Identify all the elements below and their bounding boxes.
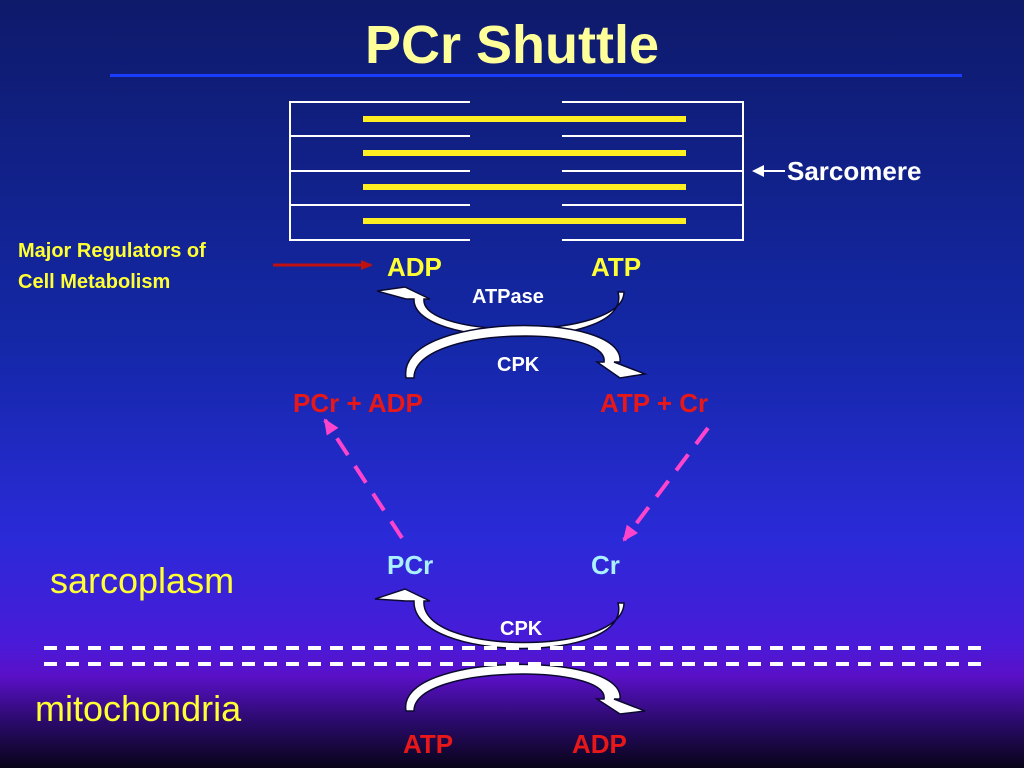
sarcomere (289, 101, 785, 241)
atp-cr-label: ATP + Cr (600, 388, 709, 418)
pcr-adp-label: PCr + ADP (293, 388, 423, 418)
cpk-label-top: CPK (497, 354, 540, 376)
atp-adp-curved-arrow (405, 663, 646, 715)
cpk-curved-arrow-top (405, 324, 648, 379)
mitochondria-label: mitochondria (35, 688, 242, 729)
sarcoplasm-label: sarcoplasm (50, 560, 235, 601)
sarcomere-pointer-arrow (752, 165, 785, 177)
bottom-adp-label: ADP (572, 729, 627, 759)
sarcomere-label: Sarcomere (787, 156, 922, 186)
sarcomere-left-bracket (289, 101, 470, 241)
slide-title: PCr Shuttle (364, 15, 660, 75)
pcr-label: PCr (387, 550, 434, 580)
atpase-label: ATPase (472, 286, 544, 308)
title-underline (110, 74, 962, 77)
regulators-line-1: Major Regulators of (18, 240, 206, 262)
cpk-label-bottom: CPK (500, 618, 543, 640)
mitochondrial-membrane (44, 646, 990, 666)
dashed-arrow-pcr-up (323, 418, 404, 540)
sarcomere-right-bracket (562, 101, 744, 241)
top-adp-label: ADP (387, 252, 442, 282)
sarcomere-filaments (363, 116, 686, 224)
cr-label: Cr (591, 550, 620, 580)
bottom-atp-label: ATP (403, 729, 454, 759)
dashed-arrow-cr-down (622, 426, 710, 542)
regulators-line-2: Cell Metabolism (18, 271, 171, 293)
regulators-label: Major Regulators of Cell Metabolism (18, 236, 206, 298)
cpk-curved-arrow-bottom (374, 588, 625, 650)
top-atp-label: ATP (591, 252, 642, 282)
